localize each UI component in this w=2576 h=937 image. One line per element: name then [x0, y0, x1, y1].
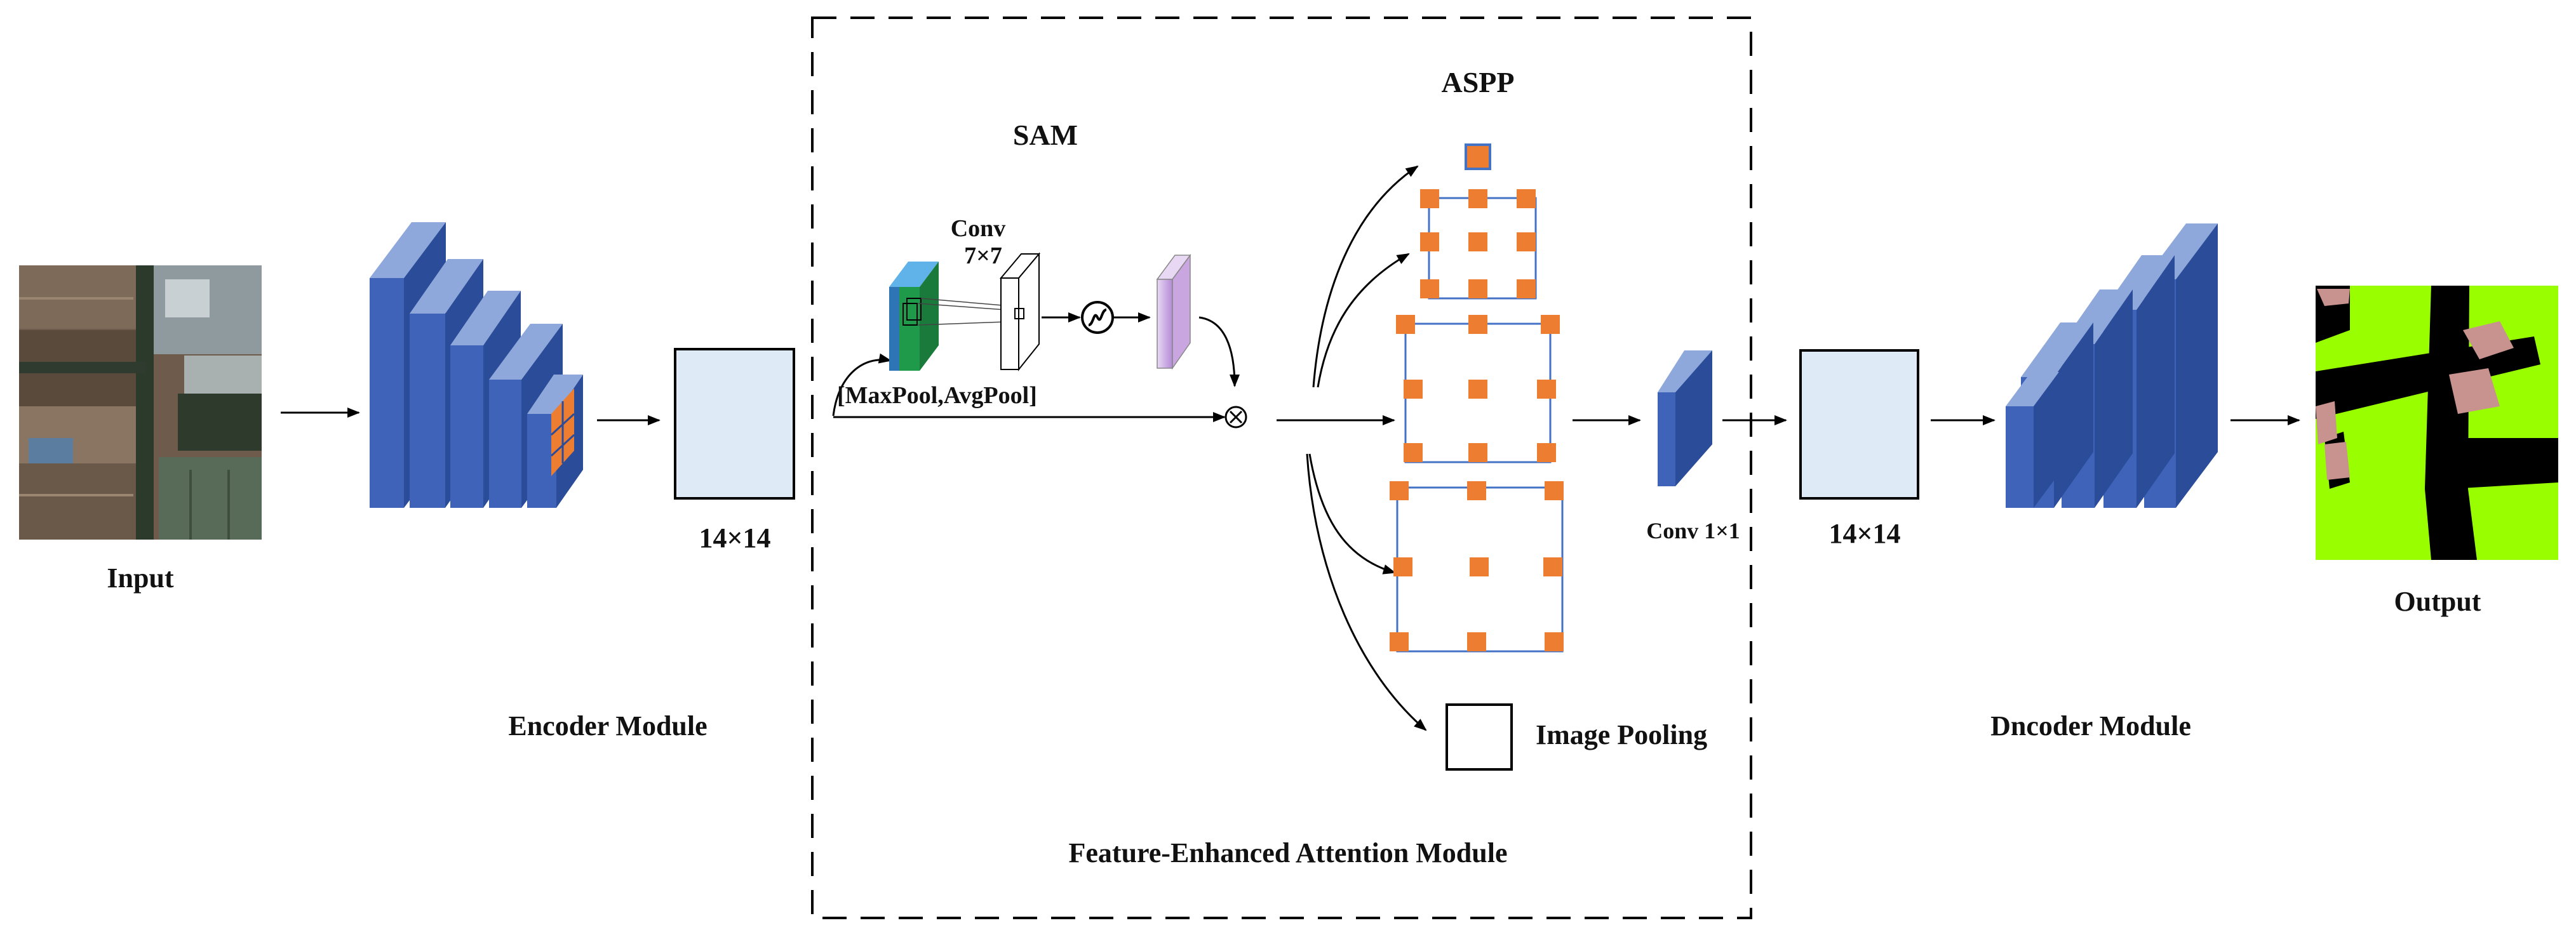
arrow-into-sam: [832, 353, 892, 416]
conv1x1-label: Conv 1×1: [1646, 518, 1740, 543]
multiply-icon: [1224, 406, 1247, 429]
aspp-1x1-cell: [1465, 143, 1491, 170]
input-label: Input: [107, 562, 174, 594]
arrow-attention-multiply: [1198, 316, 1240, 387]
sigmoid-icon: [1081, 301, 1114, 334]
output-label: Output: [2394, 586, 2481, 617]
aspp-grid-rate-medium: [1396, 315, 1560, 463]
sam-input-block: [889, 262, 939, 371]
aspp-grid-rate-large: [1390, 481, 1564, 653]
conv1x1-block: [1658, 350, 1712, 486]
aspp-grid-rate-small: [1420, 189, 1537, 300]
size-left-label: 14×14: [699, 522, 770, 554]
conv-kernel-label: 7×7: [964, 243, 1002, 269]
encoder-blocks: [370, 222, 583, 508]
pool-label: [MaxPool,AvgPool]: [837, 382, 1037, 409]
sam-title: SAM: [1013, 119, 1078, 151]
encoder-module-label: Encoder Module: [508, 710, 707, 741]
output-mask: [2316, 286, 2558, 560]
feam-dashed-box: [811, 17, 1752, 919]
feam-label: Feature-Enhanced Attention Module: [1069, 837, 1508, 868]
sam-conv-output: [999, 252, 1041, 371]
size-right-label: 14×14: [1828, 518, 1900, 549]
input-image: [19, 265, 262, 540]
decoder-blocks: [2006, 223, 2218, 508]
aspp-title: ASPP: [1442, 66, 1515, 98]
image-pooling-box: [1446, 703, 1513, 771]
image-pooling-label: Image Pooling: [1536, 719, 1707, 750]
aspp-branch-arrows: [1306, 165, 1427, 731]
decoder-module-label: Dncoder Module: [1990, 710, 2191, 741]
attention-map: [1156, 253, 1191, 370]
feature-map-left: [674, 348, 795, 500]
conv-label: Conv: [951, 215, 1006, 242]
feature-map-right: [1799, 349, 1919, 500]
